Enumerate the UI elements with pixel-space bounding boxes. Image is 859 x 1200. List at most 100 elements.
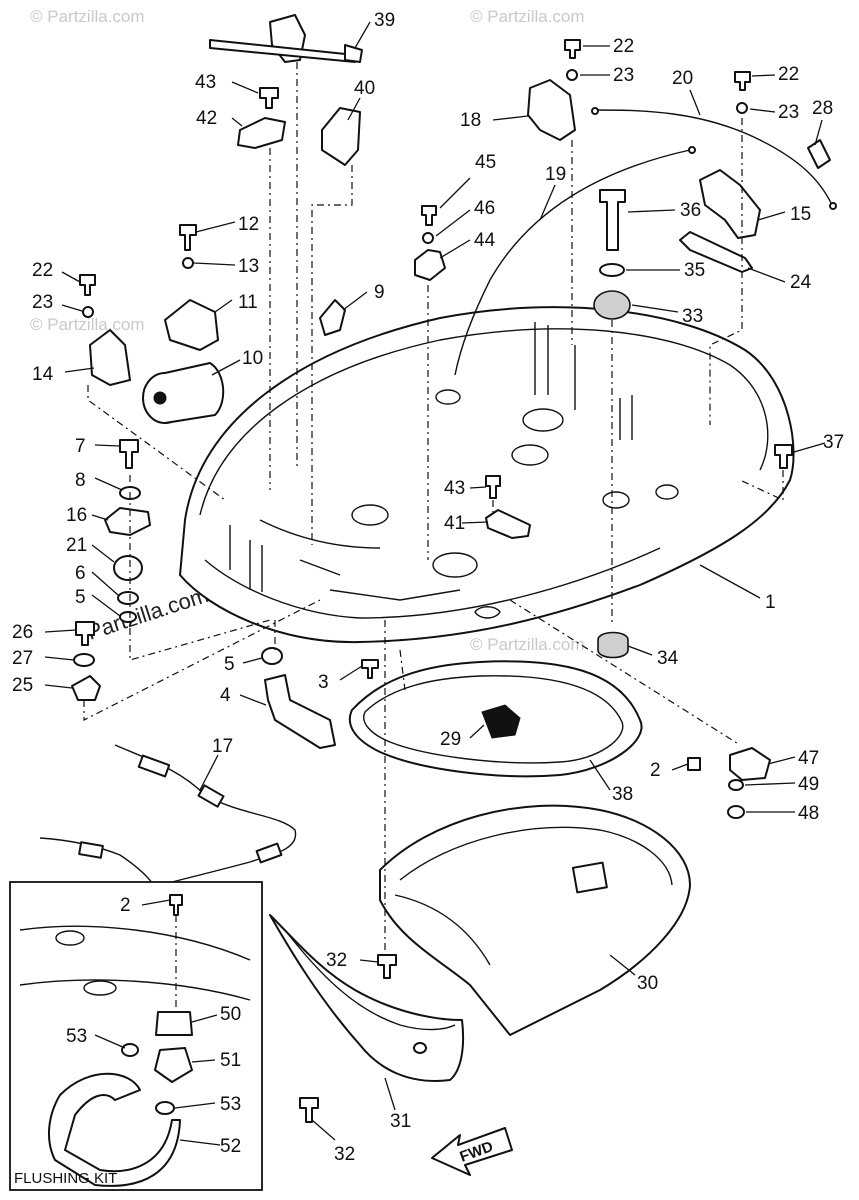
callout-37: 37 xyxy=(823,432,844,453)
watermark-center: Partzilla.com xyxy=(84,582,211,645)
cable-fitting xyxy=(137,754,171,778)
callout-48: 48 xyxy=(798,803,819,824)
wire-clamp xyxy=(209,14,363,63)
bolt-43 xyxy=(259,87,279,109)
leader-lines xyxy=(44,21,826,1146)
cable-fitting xyxy=(255,842,283,864)
washer-23 xyxy=(736,102,748,114)
callout-11: 11 xyxy=(238,292,258,313)
callout-4: 4 xyxy=(220,685,231,706)
callout-44: 44 xyxy=(474,230,496,251)
callout-22: 22 xyxy=(778,64,799,85)
callout-12: 12 xyxy=(238,214,259,235)
callout-23: 23 xyxy=(32,292,53,313)
callout-39: 39 xyxy=(374,10,395,31)
callout-33: 33 xyxy=(682,306,703,327)
callout-5: 5 xyxy=(75,587,86,608)
flushing-kit-box: FLUSHING KIT xyxy=(9,881,263,1191)
bracket-40 xyxy=(321,107,361,166)
watermark: © Partzilla.com xyxy=(470,635,585,654)
callout-43: 43 xyxy=(444,478,465,499)
callout-23: 23 xyxy=(778,102,799,123)
grommet-34 xyxy=(597,631,629,659)
grommet-42 xyxy=(237,117,286,149)
callout-19: 19 xyxy=(545,164,566,185)
callout-27: 27 xyxy=(12,648,33,669)
clip-25 xyxy=(71,675,101,701)
washer-23 xyxy=(566,69,578,81)
callout-31: 31 xyxy=(390,1111,411,1132)
callout-1: 1 xyxy=(765,592,776,613)
cable-fitting xyxy=(197,784,225,808)
callout-24: 24 xyxy=(790,272,812,293)
holder-11 xyxy=(164,299,219,351)
screw-32 xyxy=(299,1097,319,1123)
flushing-kit-label: FLUSHING KIT xyxy=(14,1170,117,1187)
cable-end xyxy=(829,202,837,210)
switch-10 xyxy=(142,362,225,424)
plate-41 xyxy=(485,509,531,539)
callout-23: 23 xyxy=(613,65,634,86)
callout-51: 51 xyxy=(220,1050,241,1071)
screw-2 xyxy=(687,757,701,771)
callout-52: 52 xyxy=(220,1136,241,1157)
washer-49 xyxy=(728,779,744,791)
callout-26: 26 xyxy=(12,622,33,643)
callout-21: 21 xyxy=(66,535,87,556)
collar-5 xyxy=(119,611,137,623)
callout-45: 45 xyxy=(475,152,496,173)
lever-16 xyxy=(104,507,151,536)
bolt-22 xyxy=(564,39,581,59)
bolt-22 xyxy=(734,71,751,91)
callout-40: 40 xyxy=(354,78,375,99)
callout-14: 14 xyxy=(32,364,54,385)
callout-2: 2 xyxy=(650,760,661,781)
callout-50: 50 xyxy=(220,1004,241,1025)
callout-47: 47 xyxy=(798,748,819,769)
callout-32: 32 xyxy=(334,1144,355,1165)
callout-22: 22 xyxy=(32,260,53,281)
bracket-47 xyxy=(729,747,771,781)
callout-16: 16 xyxy=(66,505,87,526)
callout-32: 32 xyxy=(326,950,347,971)
cable-17 xyxy=(114,744,297,886)
bracket-15 xyxy=(699,169,761,239)
cable-20 xyxy=(591,109,833,206)
callout-17: 17 xyxy=(212,736,233,757)
bracket-44 xyxy=(414,249,446,281)
grommet-29 xyxy=(481,704,521,739)
callout-15: 15 xyxy=(790,204,811,225)
callout-38: 38 xyxy=(612,784,633,805)
callout-8: 8 xyxy=(75,470,86,491)
bolt-22 xyxy=(79,274,96,296)
screw-3 xyxy=(361,659,379,679)
callout-13: 13 xyxy=(238,256,259,277)
callout-42: 42 xyxy=(196,108,217,129)
bottom-cowling xyxy=(179,306,795,644)
callout-35: 35 xyxy=(684,260,705,281)
callout-43: 43 xyxy=(195,72,216,93)
washer-13 xyxy=(182,257,194,269)
cover-30 xyxy=(379,804,691,1036)
grommet-33 xyxy=(593,290,631,320)
bolt-12 xyxy=(179,224,197,251)
cable-end xyxy=(591,107,599,115)
callout-20: 20 xyxy=(672,68,693,89)
washer-6 xyxy=(117,591,139,605)
cable-end xyxy=(688,146,696,154)
callout-10: 10 xyxy=(242,348,263,369)
callout-22: 22 xyxy=(613,36,634,57)
collar-5 xyxy=(261,647,283,665)
watermark: © Partzilla.com xyxy=(470,7,585,26)
bracket-14 xyxy=(89,329,131,386)
washer-23 xyxy=(82,306,94,318)
callout-53: 53 xyxy=(220,1094,241,1115)
callout-2: 2 xyxy=(120,895,131,916)
washer-35 xyxy=(599,263,625,277)
callout-18: 18 xyxy=(460,110,481,131)
callout-3: 3 xyxy=(318,672,329,693)
callout-9: 9 xyxy=(374,282,385,303)
callout-25: 25 xyxy=(12,675,33,696)
bolt-7 xyxy=(119,439,139,469)
